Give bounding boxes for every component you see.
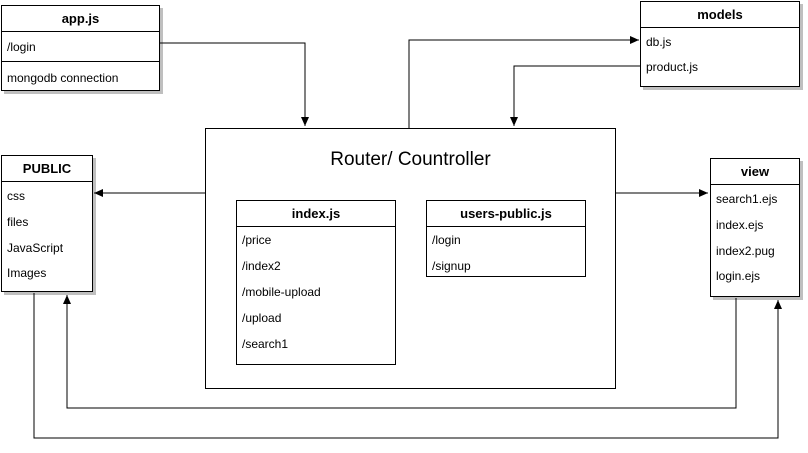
arrow-app-to-router (160, 42, 309, 126)
models-title: models (641, 2, 799, 28)
users-public-item-login: /login (432, 233, 461, 247)
arrow-router-to-models-db (408, 36, 639, 128)
app-js-item-mongodb: mongodb connection (7, 71, 119, 85)
public-item-files: files (7, 215, 29, 229)
models-item-db: db.js (646, 35, 672, 49)
app-js-box: app.js /login mongodb connection (1, 5, 160, 91)
view-box: view search1.ejs index.ejs index2.pug lo… (710, 158, 800, 297)
view-item-index2: index2.pug (716, 244, 775, 258)
index-js-item-mobile-upload: /mobile-upload (242, 285, 321, 299)
users-public-js-title: users-public.js (427, 201, 585, 227)
public-title: PUBLIC (2, 156, 92, 182)
view-item-index-ejs: index.ejs (716, 218, 764, 232)
arrow-models-product-to-router (510, 65, 640, 126)
view-title: view (711, 159, 799, 185)
app-js-item-login: /login (7, 40, 36, 54)
users-public-js-box: users-public.js /login /signup (426, 200, 586, 277)
public-item-images: Images (7, 266, 47, 280)
index-js-item-upload: /upload (242, 311, 282, 325)
index-js-item-search1: /search1 (242, 337, 289, 351)
models-box: models db.js product.js (640, 1, 800, 87)
app-js-divider (2, 61, 159, 62)
view-item-search1: search1.ejs (716, 192, 778, 206)
models-item-product: product.js (646, 60, 699, 74)
router-title: Router/ Countroller (330, 149, 491, 170)
index-js-box: index.js /price /index2 /mobile-upload /… (236, 200, 396, 365)
public-item-javascript: JavaScript (7, 241, 64, 255)
router-box: Router/ Countroller index.js /price /ind… (205, 128, 616, 389)
app-js-title: app.js (2, 6, 159, 32)
index-js-title: index.js (237, 201, 395, 227)
index-js-item-index2: /index2 (242, 259, 281, 273)
view-item-login: login.ejs (716, 269, 761, 283)
users-public-item-signup: /signup (432, 259, 471, 273)
public-item-css: css (7, 189, 25, 203)
public-box: PUBLIC css files JavaScript Images (1, 155, 93, 292)
arrow-public-to-view (33, 293, 782, 439)
arrow-view-to-public (63, 295, 737, 409)
index-js-item-price: /price (242, 233, 272, 247)
